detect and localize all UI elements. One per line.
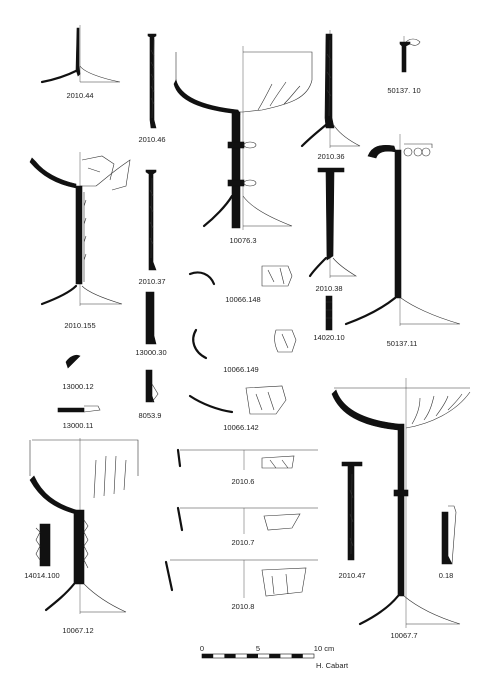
scale-tick-10: 10 cm	[314, 644, 334, 653]
drawing-13000-11	[57, 405, 101, 413]
label-10066-148: 10066.148	[225, 295, 260, 304]
drawing-50137-10	[399, 36, 421, 73]
label-14020-10: 14020.10	[313, 333, 344, 342]
label-10066-149: 10066.149	[223, 365, 258, 374]
drawing-2010-46	[147, 33, 157, 129]
drawing-2010-44	[40, 25, 121, 84]
drawing-2010-36	[300, 30, 361, 148]
label-2010-36: 2010.36	[317, 152, 344, 161]
label-10076-3: 10076.3	[229, 236, 256, 245]
drawing-10067-12	[29, 438, 139, 614]
drawing-10076-3	[173, 46, 313, 230]
drawing-50137-11	[344, 134, 461, 326]
label-50137-11: 50137.11	[387, 339, 418, 348]
label-13000-30: 13000.30	[135, 348, 166, 357]
label-2010-47: 2010.47	[338, 571, 365, 580]
label-13000-11: 13000.11	[63, 421, 94, 430]
label-0-18: 0.18	[439, 571, 454, 580]
drawing-14014-100	[35, 523, 51, 567]
label-2010-6: 2010.6	[232, 477, 255, 486]
drawing-13000-30	[145, 291, 157, 345]
label-10066-142: 10066.142	[223, 423, 258, 432]
label-14014-100: 14014.100	[24, 571, 59, 580]
credit-text: H. Cabart	[316, 661, 349, 670]
label-10067-12: 10067.12	[62, 626, 93, 635]
drawing-2010-8	[164, 559, 318, 598]
label-13000-12: 13000.12	[62, 382, 93, 391]
drawing-2010-7	[176, 506, 318, 534]
label-2010-8: 2010.8	[232, 602, 255, 611]
scale-tick-5: 5	[256, 644, 260, 653]
label-10067-7: 10067.7	[390, 631, 417, 640]
label-8053-9: 8053.9	[139, 411, 162, 420]
drawing-14020-10	[325, 295, 333, 331]
drawing-10066-149	[192, 328, 297, 360]
label-2010-38: 2010.38	[315, 284, 342, 293]
drawing-2010-47	[341, 461, 363, 561]
drawing-2010-38	[308, 167, 358, 278]
drawing-10067-7	[331, 378, 471, 628]
drawing-13000-12	[65, 354, 81, 369]
scale-bar	[201, 653, 315, 659]
label-2010-155: 2010.155	[64, 321, 95, 330]
label-50137-10: 50137. 10	[387, 86, 420, 95]
scale-tick-0: 0	[200, 644, 204, 653]
drawing-10066-142	[188, 385, 287, 415]
drawing-2010-155	[29, 152, 131, 306]
drawing-8053-9	[145, 369, 159, 403]
drawing-2010-6	[176, 448, 318, 470]
label-2010-7: 2010.7	[232, 538, 255, 547]
drawing-10066-148	[188, 265, 293, 287]
drawing-2010-37	[145, 169, 157, 271]
label-2010-44: 2010.44	[66, 91, 93, 100]
drawing-0-18	[441, 505, 457, 565]
label-2010-46: 2010.46	[138, 135, 165, 144]
label-2010-37: 2010.37	[138, 277, 165, 286]
